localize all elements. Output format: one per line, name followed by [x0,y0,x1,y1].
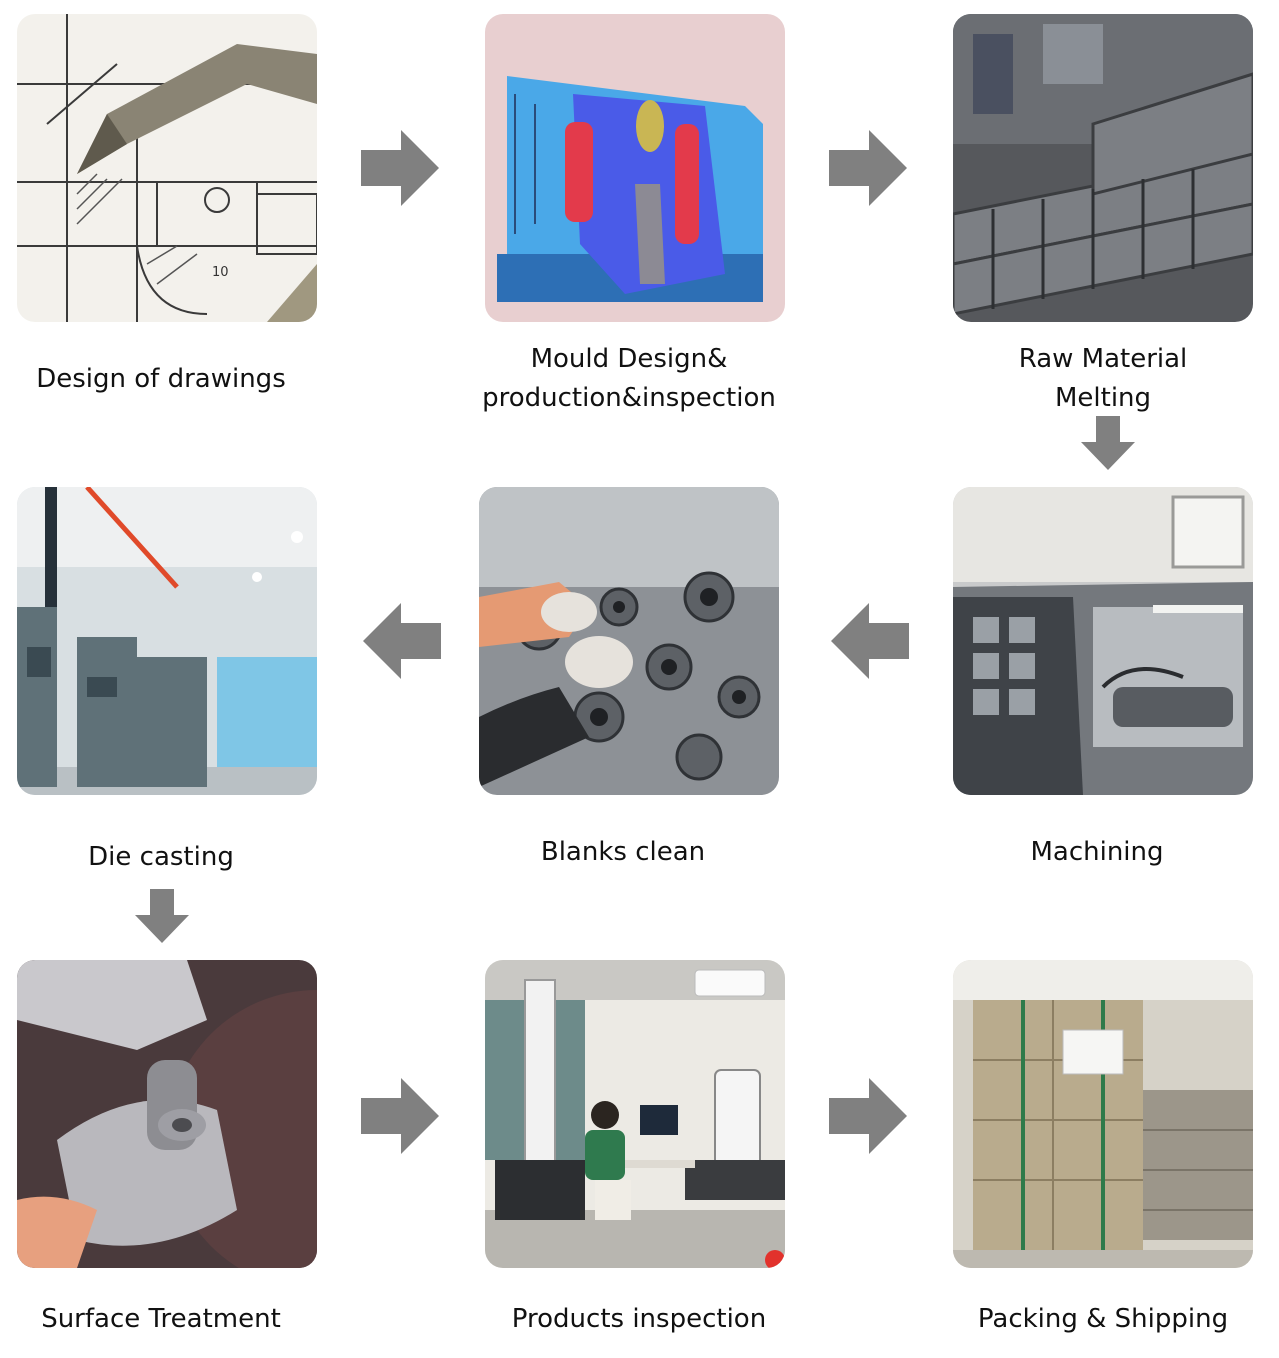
step-image-design-of-drawings: 10 [17,14,317,322]
cnc-machine-illustration [953,487,1253,795]
step-label: Design of drawings [36,364,286,394]
factory-illustration [17,487,317,795]
arrow-right-icon [361,1078,439,1154]
blanks-illustration [479,487,779,795]
step-label: Raw Material Melting [1018,344,1188,413]
arrow-right-icon [829,130,907,206]
warehouse-illustration [953,960,1253,1268]
step-image-blanks-clean [479,487,779,795]
arrow-right-icon [829,1078,907,1154]
step-label: Die casting [88,842,234,872]
arrow-left-icon [831,603,909,679]
step-image-die-casting [17,487,317,795]
step-image-raw-material-melting [953,14,1253,322]
arrow-down-icon [1081,416,1135,470]
arrow-right-icon [361,130,439,206]
arrow-down-icon [135,889,189,943]
step-label: Surface Treatment [41,1304,281,1334]
step-image-machining [953,487,1253,795]
mould-cad-illustration [485,14,785,322]
step-image-products-inspection [485,960,785,1268]
step-image-packing-shipping [953,960,1253,1268]
arrow-left-icon [363,603,441,679]
polishing-illustration [17,960,317,1268]
step-label: Products inspection [511,1304,767,1334]
step-image-surface-treatment [17,960,317,1268]
step-label: Machining [1030,837,1164,867]
inspection-lab-illustration [485,960,785,1268]
step-image-mould-design [485,14,785,322]
ingots-illustration [953,14,1253,322]
step-label: Packing & Shipping [977,1304,1229,1334]
drawing-illustration: 10 [17,14,317,322]
step-label: Mould Design& production&inspection [482,344,776,413]
svg-text:10: 10 [212,265,229,280]
step-label: Blanks clean [540,837,706,867]
